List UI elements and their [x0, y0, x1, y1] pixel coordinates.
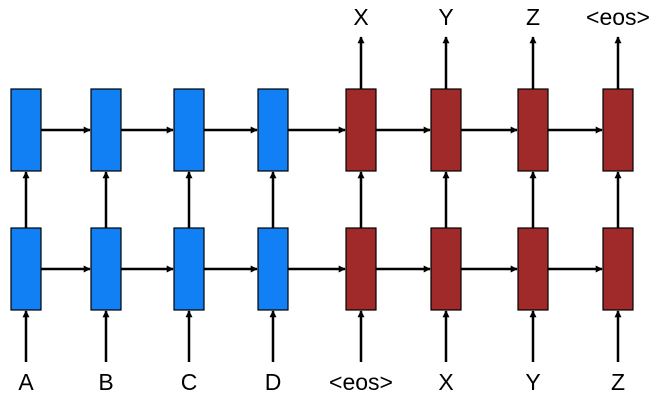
decoder-output-label-x: X: [353, 4, 368, 30]
decoder-cell-layer1-step1: [345, 227, 377, 311]
decoder-output-label-eos: <eos>: [586, 4, 650, 30]
cells-group: [10, 88, 634, 311]
decoder-cell-layer1-step4: [602, 227, 634, 311]
encoder-input-label-b: B: [98, 369, 113, 395]
decoder-cell-layer1-step2: [430, 227, 462, 311]
encoder-input-label-a: A: [18, 369, 34, 395]
decoder-output-label-z: Z: [526, 4, 540, 30]
encoder-cell-layer2-step1: [10, 88, 42, 172]
encoder-cell-layer1-step4: [257, 227, 289, 311]
encoder-input-label-d: D: [265, 369, 282, 395]
decoder-output-label-y: Y: [438, 4, 453, 30]
encoder-cell-layer2-step2: [90, 88, 122, 172]
encoder-cell-layer1-step1: [10, 227, 42, 311]
encoder-cell-layer2-step4: [257, 88, 289, 172]
encoder-cell-layer1-step3: [173, 227, 205, 311]
decoder-input-label-x: X: [438, 369, 453, 395]
decoder-cell-layer2-step1: [345, 88, 377, 172]
decoder-input-label-z: Z: [611, 369, 625, 395]
encoder-input-label-c: C: [181, 369, 198, 395]
labels-group: A B C D <eos> X Y Z X Y Z <eos>: [18, 4, 650, 395]
decoder-cell-layer2-step4: [602, 88, 634, 172]
decoder-cell-layer2-step3: [517, 88, 549, 172]
arrows-group: [22, 36, 622, 362]
decoder-cell-layer1-step3: [517, 227, 549, 311]
decoder-input-label-y: Y: [525, 369, 540, 395]
decoder-input-label-eos: <eos>: [329, 369, 393, 395]
decoder-cell-layer2-step2: [430, 88, 462, 172]
encoder-cell-layer2-step3: [173, 88, 205, 172]
encoder-cell-layer1-step2: [90, 227, 122, 311]
